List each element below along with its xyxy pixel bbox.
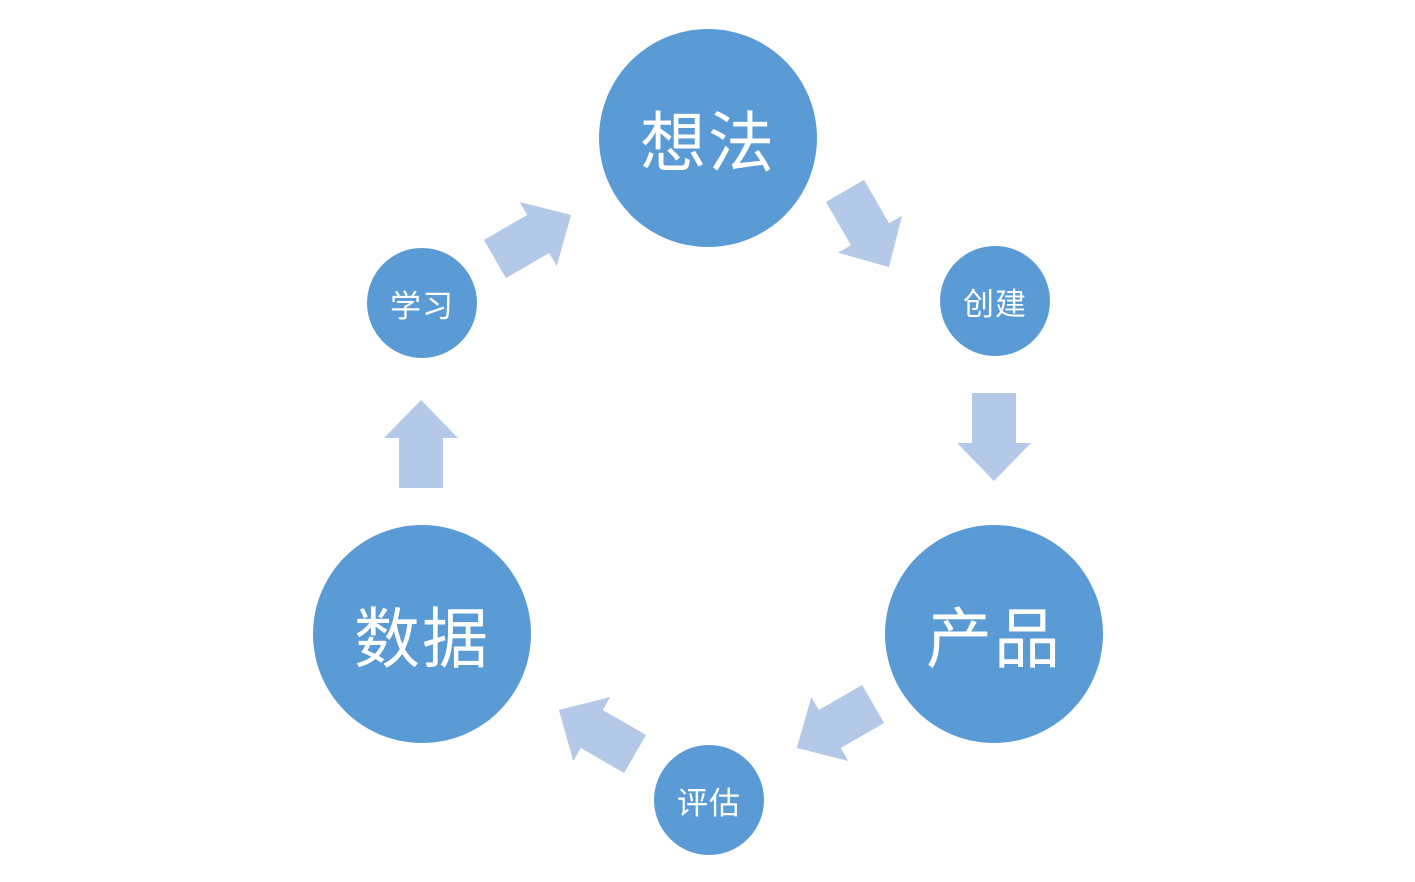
node-evaluate-label: 评估 [677,785,741,822]
node-learn: 学习 [367,248,477,358]
arrow-create-to-product-icon [957,393,1031,481]
node-idea: 想法 [599,29,817,247]
arrow-data-to-learn-icon [384,400,458,488]
node-data: 数据 [313,525,531,743]
node-evaluate: 评估 [654,745,764,855]
node-idea-label: 想法 [640,105,776,182]
node-learn-label: 学习 [390,288,454,325]
node-product: 产品 [885,525,1103,743]
node-data-label: 数据 [354,601,490,678]
arrow-product-to-evaluate-icon [778,672,891,780]
arrow-learn-to-idea-icon [476,183,589,291]
arrow-idea-to-create-icon [813,172,921,285]
node-product-label: 产品 [926,601,1062,678]
node-create: 创建 [940,246,1050,356]
node-create-label: 创建 [963,286,1027,323]
arrow-evaluate-to-data-icon [540,678,653,786]
